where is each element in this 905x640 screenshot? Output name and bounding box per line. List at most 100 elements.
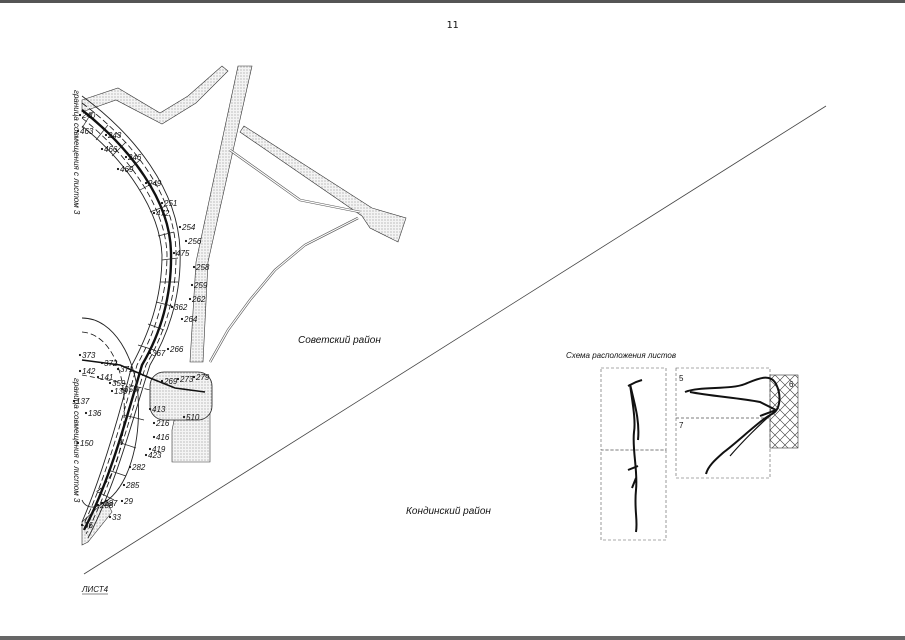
survey-point-marker xyxy=(100,501,104,505)
sheet-label: ЛИСТ4 xyxy=(81,585,109,594)
survey-point-marker xyxy=(76,441,80,445)
loop-outer xyxy=(81,317,139,508)
point-label: 287 xyxy=(103,499,118,508)
point-label: 138 xyxy=(114,387,128,396)
point-label: 142 xyxy=(82,367,96,376)
survey-point-marker xyxy=(116,167,120,171)
survey-point-marker xyxy=(172,251,176,255)
district-boundary-line xyxy=(83,105,827,575)
point-label: 150 xyxy=(80,439,94,448)
point-label: 466 xyxy=(104,145,118,154)
survey-point-marker xyxy=(122,483,126,487)
point-label: 463 xyxy=(80,127,94,136)
point-label: 262 xyxy=(191,295,206,304)
point-label: 33 xyxy=(112,513,121,522)
point-label: 413 xyxy=(152,405,166,414)
survey-point-marker xyxy=(80,523,84,527)
survey-point-marker xyxy=(84,411,88,415)
point-label: 240 xyxy=(81,111,96,120)
survey-point-marker xyxy=(116,367,120,371)
survey-point-marker xyxy=(78,353,82,357)
point-label: 137 xyxy=(76,397,90,406)
road-strip-east xyxy=(239,125,407,243)
point-label: 254 xyxy=(181,223,196,232)
survey-point-marker xyxy=(152,435,156,439)
point-label: 266 xyxy=(169,345,184,354)
survey-point-marker xyxy=(148,447,152,451)
point-label: 285 xyxy=(125,481,140,490)
point-label: 279 xyxy=(195,373,210,382)
point-label: 136 xyxy=(88,409,102,418)
scheme-sheet-5: 5 xyxy=(679,374,684,383)
road-strip-main xyxy=(189,65,253,363)
point-label: 362 xyxy=(174,303,188,312)
point-label: 288 xyxy=(99,501,114,510)
survey-point-marker xyxy=(144,453,148,457)
point-label: 367 xyxy=(152,349,166,358)
survey-point-marker xyxy=(78,369,82,373)
border-label-lower: граница совмещения с листом 3 xyxy=(72,378,81,503)
point-label: 372 xyxy=(104,359,118,368)
survey-point-marker xyxy=(100,147,104,151)
survey-point-marker xyxy=(148,407,152,411)
survey-point-marker xyxy=(176,377,180,381)
survey-point-marker xyxy=(184,239,188,243)
survey-point-marker xyxy=(152,421,156,425)
scheme-sheet-6: 6 xyxy=(789,380,794,389)
survey-point-marker xyxy=(76,129,80,133)
scan-bottom-edge xyxy=(0,636,905,640)
survey-point-marker xyxy=(128,465,132,469)
survey-point-marker xyxy=(192,375,196,379)
point-label: 256 xyxy=(187,237,202,246)
scheme-title: Схема расположения листов xyxy=(566,351,676,360)
scheme-inset xyxy=(600,367,771,541)
point-label: 371 xyxy=(120,365,133,374)
point-label: 141 xyxy=(100,373,113,382)
survey-point-marker xyxy=(100,361,104,365)
survey-point-marker xyxy=(182,415,186,419)
point-label: 259 xyxy=(193,281,208,290)
road-strip-north xyxy=(81,65,229,125)
point-label: 273 xyxy=(179,375,194,384)
point-label: 216 xyxy=(155,419,170,428)
scheme-frame-bottom-left xyxy=(600,449,667,541)
point-label: 469 xyxy=(120,165,134,174)
survey-point-marker xyxy=(192,265,196,269)
branch-line xyxy=(81,359,206,393)
survey-point-marker xyxy=(120,387,124,391)
survey-point-marker xyxy=(148,351,152,355)
point-label: 355 xyxy=(124,385,138,394)
point-label: 423 xyxy=(148,451,162,460)
point-label: 359 xyxy=(112,379,126,388)
survey-point-marker xyxy=(180,317,184,321)
survey-point-marker xyxy=(144,181,148,185)
corridor-inner xyxy=(81,125,163,523)
survey-point-marker xyxy=(96,503,100,507)
segment-ticks xyxy=(81,111,179,501)
point-label: 243 xyxy=(107,131,122,140)
road-winding xyxy=(208,149,361,363)
point-label: 475 xyxy=(176,249,190,258)
scheme-route-east xyxy=(684,376,781,475)
point-label: 246 xyxy=(127,153,142,162)
survey-point-marker xyxy=(160,201,164,205)
point-label: 282 xyxy=(131,463,146,472)
district-label-sovetsky: Советский район xyxy=(298,335,381,346)
point-label: 249 xyxy=(147,179,162,188)
pipeline-route xyxy=(81,109,173,531)
survey-point-marker xyxy=(166,347,170,351)
survey-point-marker xyxy=(108,515,112,519)
scheme-sheet-7: 7 xyxy=(679,421,684,430)
point-label: 373 xyxy=(82,351,96,360)
survey-point-marker xyxy=(190,283,194,287)
survey-point-marker xyxy=(72,399,76,403)
survey-point-marker xyxy=(178,225,182,229)
survey-point-marker xyxy=(124,155,128,159)
district-label-kondinsky: Кондинский район xyxy=(406,506,491,517)
point-label: 264 xyxy=(183,315,198,324)
point-label: 29 xyxy=(123,497,133,506)
point-label: 510 xyxy=(186,413,200,422)
